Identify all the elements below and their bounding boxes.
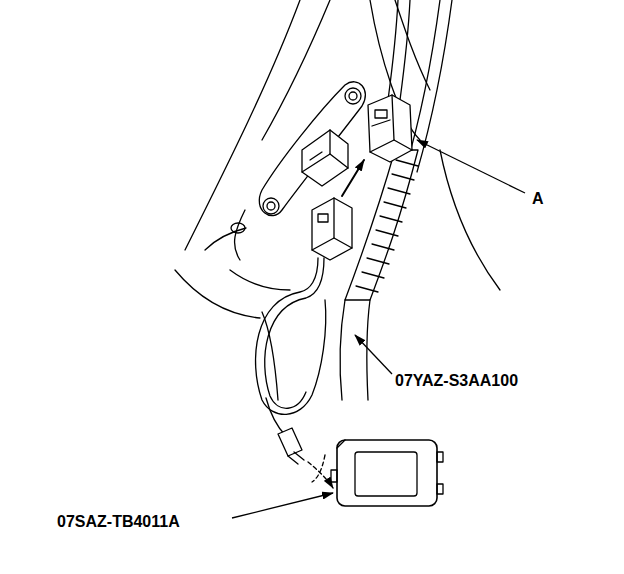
callout-letter: A — [530, 190, 546, 208]
part-number: 07YAZ-S3AA100 — [393, 372, 520, 390]
part-number: 07SAZ-TB4011A — [55, 513, 182, 531]
